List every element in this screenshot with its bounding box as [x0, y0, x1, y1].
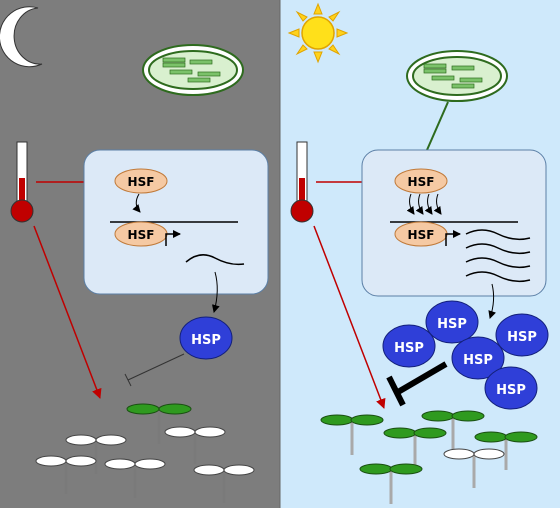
healthy-seedling	[421, 410, 485, 450]
nucleus: HSF HSF	[361, 149, 547, 297]
transcription-start-arrow	[165, 230, 181, 246]
hsf-bound-label: HSF	[128, 228, 155, 242]
healthy-seedling	[359, 463, 423, 504]
translation-arrow	[488, 283, 497, 319]
healthy-seedling	[126, 403, 192, 444]
bleached-seedling	[35, 455, 97, 494]
nucleus: HSF HSF	[83, 149, 269, 295]
day-panel: HSF HSF	[279, 0, 560, 508]
healthy-seedling	[320, 414, 384, 455]
sun-icon	[287, 2, 349, 64]
hsf-bound-label: HSF	[408, 228, 435, 242]
hsf-factor: HSF	[114, 168, 168, 194]
heat-to-seedlings-arrow	[313, 225, 386, 409]
thermometer-icon	[10, 141, 34, 223]
bleached-seedling	[443, 448, 505, 488]
hsf-binding-arrow	[132, 193, 141, 213]
hsp-label: HSP	[394, 341, 424, 356]
hsf-label: HSF	[408, 175, 435, 189]
night-panel: HSF HSF HSP	[0, 0, 280, 508]
hsp-protein: HSP	[382, 324, 436, 368]
hsf-factor: HSF	[394, 168, 448, 194]
hsp-protein: HSP	[484, 366, 538, 410]
transcription-start-arrow	[445, 230, 461, 246]
hsp-label: HSP	[463, 353, 493, 368]
hsp-protein: HSP	[425, 300, 479, 344]
hsf-label: HSF	[128, 175, 155, 189]
hsf-bound: HSF	[394, 221, 448, 247]
hsp-protein: HSP	[451, 336, 505, 380]
hsp-proteins: HSP HSP HSP HSP HSP	[382, 300, 549, 410]
heat-to-seedlings-arrow	[33, 225, 102, 399]
translation-arrow	[211, 271, 220, 313]
hsp-label: HSP	[191, 333, 221, 348]
healthy-seedling	[474, 431, 538, 470]
hsf-binding-arrows	[406, 193, 442, 215]
mrna-transcript	[185, 254, 245, 266]
night-seedlings	[35, 403, 255, 503]
thermometer-icon	[290, 141, 314, 223]
healthy-seedling	[383, 427, 447, 466]
strong-inhibition-bar	[386, 361, 448, 407]
mrna-transcripts	[465, 229, 531, 283]
day-seedlings	[320, 410, 538, 504]
hsf-bound: HSF	[114, 221, 168, 247]
chloroplast-icon	[142, 44, 244, 96]
bleached-seedling	[193, 464, 255, 503]
weak-inhibition-line	[124, 353, 185, 387]
hsp-label: HSP	[496, 383, 526, 398]
bleached-seedling	[164, 426, 226, 464]
bleached-seedling	[104, 458, 166, 498]
hsp-protein: HSP	[495, 313, 549, 357]
hsp-label: HSP	[507, 330, 537, 345]
chloroplast-icon	[406, 50, 508, 102]
bleached-seedling	[65, 434, 127, 474]
crescent-moon-icon	[0, 6, 43, 68]
hsp-label: HSP	[437, 317, 467, 332]
hsp-protein: HSP	[179, 316, 233, 360]
